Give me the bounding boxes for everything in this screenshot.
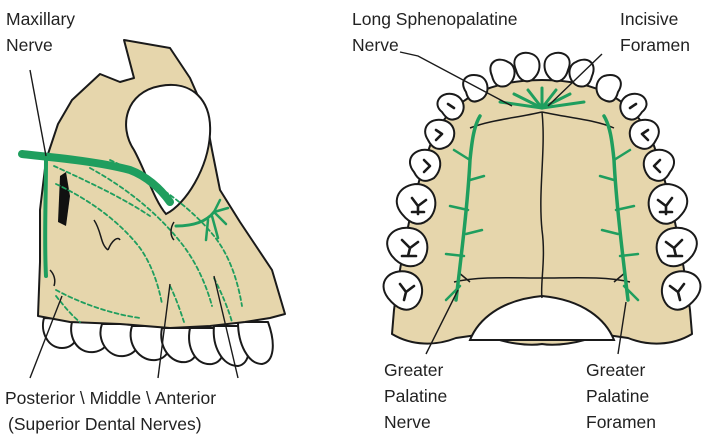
incisor-left-2 [490, 60, 514, 87]
long-sphenopalatine-label-line1: Long Sphenopalatine [352, 9, 517, 29]
incisor-left-1 [514, 53, 539, 81]
incisive-foramen-label-line1: Incisive [620, 9, 678, 29]
superior-dental-label: Posterior \ Middle \ Anterior [5, 388, 216, 408]
maxillary-label-line1: Maxillary [6, 9, 75, 29]
greater-palatine-nerve-label-line3: Nerve [384, 412, 431, 432]
palate-inferior-view: Long Sphenopalatine Nerve Incisive Foram… [352, 9, 700, 432]
incisor-right-1 [545, 53, 570, 81]
molar-left-3 [384, 271, 423, 309]
superior-dental-caption: (Superior Dental Nerves) [8, 414, 202, 434]
greater-palatine-foramen-label-line3: Foramen [586, 412, 656, 432]
premolar-right-3 [644, 150, 674, 181]
canine-left [463, 75, 487, 102]
canine-right [597, 75, 621, 102]
posterior-superior-branch [45, 158, 46, 276]
greater-palatine-nerve-label-line1: Greater [384, 360, 443, 380]
maxillary-label-line2: Nerve [6, 35, 53, 55]
greater-palatine-nerve-label-line2: Palatine [384, 386, 447, 406]
maxilla-lateral-view: Maxillary Nerve Posterior \ Middle \ Ant… [5, 9, 285, 434]
greater-palatine-foramen-label-line2: Palatine [586, 386, 649, 406]
long-sphenopalatine-label-line2: Nerve [352, 35, 399, 55]
molar-right-3 [662, 271, 701, 309]
incisive-foramen-label-line2: Foramen [620, 35, 690, 55]
maxillary-leader [30, 70, 46, 156]
premolar-left-3 [410, 150, 440, 181]
greater-palatine-foramen-label-line1: Greater [586, 360, 645, 380]
